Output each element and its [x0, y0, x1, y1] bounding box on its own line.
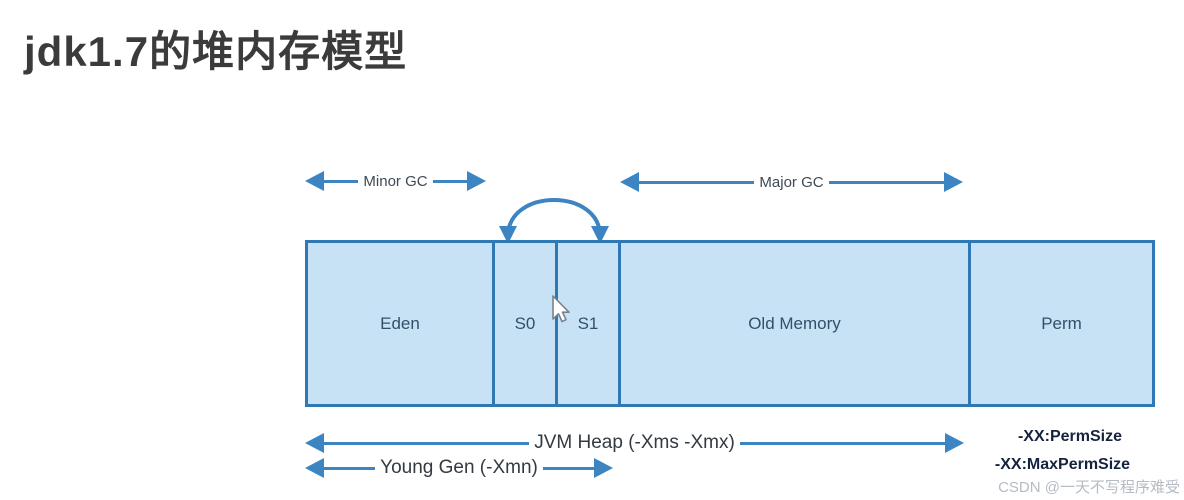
- arrow-line: [324, 179, 359, 183]
- arrowhead-right-icon: [945, 433, 965, 453]
- major-gc-label: Major GC: [759, 173, 824, 191]
- arrowhead-left-icon: [620, 172, 639, 192]
- arrow-line: [432, 179, 467, 183]
- region-s1: S1: [555, 240, 621, 407]
- arrowhead-right-icon: [467, 171, 486, 191]
- jvm-heap-label: JVM Heap (-Xms -Xmx): [534, 432, 735, 453]
- arrow-line: [828, 180, 944, 184]
- arrow-line: [739, 441, 946, 445]
- page-title: jdk1.7的堆内存模型: [24, 28, 408, 75]
- arrowhead-left-icon: [305, 433, 324, 453]
- major-gc-arrow: Major GC: [620, 171, 963, 193]
- arrow-line: [324, 441, 530, 445]
- arrow-line: [639, 180, 755, 184]
- arrow-line: [324, 466, 376, 470]
- region-eden: Eden: [305, 240, 495, 407]
- region-old-memory: Old Memory: [618, 240, 971, 407]
- arrowhead-left-icon: [305, 458, 324, 478]
- max-perm-size-flag: -XX:MaxPermSize: [994, 456, 1131, 473]
- s0-s1-swap-arrow-icon: [499, 198, 609, 244]
- region-perm: Perm: [968, 240, 1155, 407]
- young-gen-arrow: Young Gen (-Xmn): [305, 457, 613, 479]
- jvm-heap-arrow: JVM Heap (-Xms -Xmx): [305, 432, 965, 454]
- perm-size-flag: -XX:PermSize: [1017, 428, 1123, 445]
- minor-gc-label: Minor GC: [363, 172, 428, 190]
- arrowhead-left-icon: [305, 171, 324, 191]
- arrowhead-right-icon: [594, 458, 613, 478]
- region-perm-label: Perm: [1041, 313, 1082, 333]
- mouse-cursor-icon: [552, 295, 570, 323]
- region-s1-label: S1: [577, 313, 599, 333]
- minor-gc-arrow: Minor GC: [305, 170, 486, 192]
- young-gen-label: Young Gen (-Xmn): [380, 457, 538, 478]
- region-s0-label: S0: [514, 313, 536, 333]
- csdn-watermark: CSDN @一天不写程序难受: [998, 479, 1180, 496]
- region-eden-label: Eden: [380, 313, 420, 333]
- arrowhead-right-icon: [944, 172, 963, 192]
- region-old-memory-label: Old Memory: [748, 313, 841, 333]
- arrow-line: [542, 466, 594, 470]
